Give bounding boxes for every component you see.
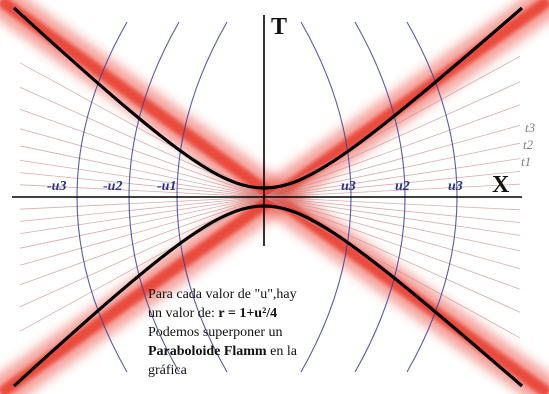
- time-slice-line: [265, 196, 521, 223]
- time-slice-line: [265, 104, 521, 197]
- x-axis-label: X: [492, 172, 510, 198]
- time-slice-line: [265, 142, 521, 197]
- time-slice-line: [265, 197, 521, 339]
- time-slice-line: [19, 197, 263, 266]
- time-slice-line: [19, 160, 263, 198]
- time-slice-line: [19, 196, 263, 234]
- axes: T X: [12, 14, 522, 246]
- u-label-pos-2: u2: [395, 179, 410, 194]
- time-slice-line: [265, 197, 521, 252]
- t-label-2: t2: [523, 137, 534, 152]
- caption-formula: r = 1+u²/4: [218, 306, 278, 321]
- caption-line-2-prefix: un valor de:: [148, 306, 219, 321]
- caption-line-3: Podemos superponer un: [148, 325, 283, 340]
- u-label-neg-2: -u2: [103, 179, 122, 194]
- caption-line-1: Para cada valor de "u",hay: [148, 287, 297, 302]
- time-slice-line: [19, 197, 263, 249]
- t-labels: t3 t2 t1: [521, 120, 536, 169]
- t-axis-label: T: [271, 14, 287, 40]
- time-slice-line: [265, 171, 521, 198]
- time-slice-line: [19, 128, 263, 197]
- caption-line-4: Paraboloide Flamm en la: [148, 342, 418, 361]
- u-label-neg-1: -u1: [157, 179, 176, 194]
- t-label-3: t3: [525, 120, 536, 135]
- time-slice-line: [19, 196, 263, 222]
- time-slice-line: [265, 196, 521, 236]
- caption-line-5: gráfica: [148, 363, 187, 378]
- caption-text: Para cada valor de "u",hay un valor de: …: [148, 285, 418, 380]
- time-slice-line: [19, 197, 263, 332]
- u-label-neg-3: -u3: [47, 179, 66, 194]
- u-label-pos-1: u3: [341, 179, 356, 194]
- time-slice-line: [19, 197, 263, 286]
- upper-singularity: [12, 6, 524, 190]
- time-slice-line: [265, 158, 521, 198]
- time-slice-line: [265, 124, 521, 197]
- caption-paraboloid-name: Paraboloide Flamm: [148, 344, 267, 359]
- caption-line-4-rest: en la: [266, 344, 297, 359]
- caption-line-2: un valor de: r = 1+u²/4: [148, 304, 418, 323]
- time-slice-line: [265, 196, 521, 211]
- u-labels-right: u3 u2 u3: [341, 179, 463, 194]
- time-slice-line: [19, 184, 263, 198]
- time-slice-line: [265, 55, 521, 197]
- u-label-pos-3: u3: [448, 179, 463, 194]
- t-label-1: t1: [521, 154, 531, 169]
- u-labels-left: -u3 -u2 -u1: [47, 179, 176, 194]
- time-slice-line: [19, 196, 263, 210]
- time-slice-line: [19, 172, 263, 198]
- time-slice-line: [19, 145, 263, 197]
- time-slice-line: [265, 197, 521, 270]
- time-slice-lines: [19, 55, 521, 339]
- time-slice-line: [265, 183, 521, 198]
- time-slice-line: [19, 108, 263, 197]
- time-slice-line: [19, 62, 263, 197]
- time-slice-line: [265, 197, 521, 290]
